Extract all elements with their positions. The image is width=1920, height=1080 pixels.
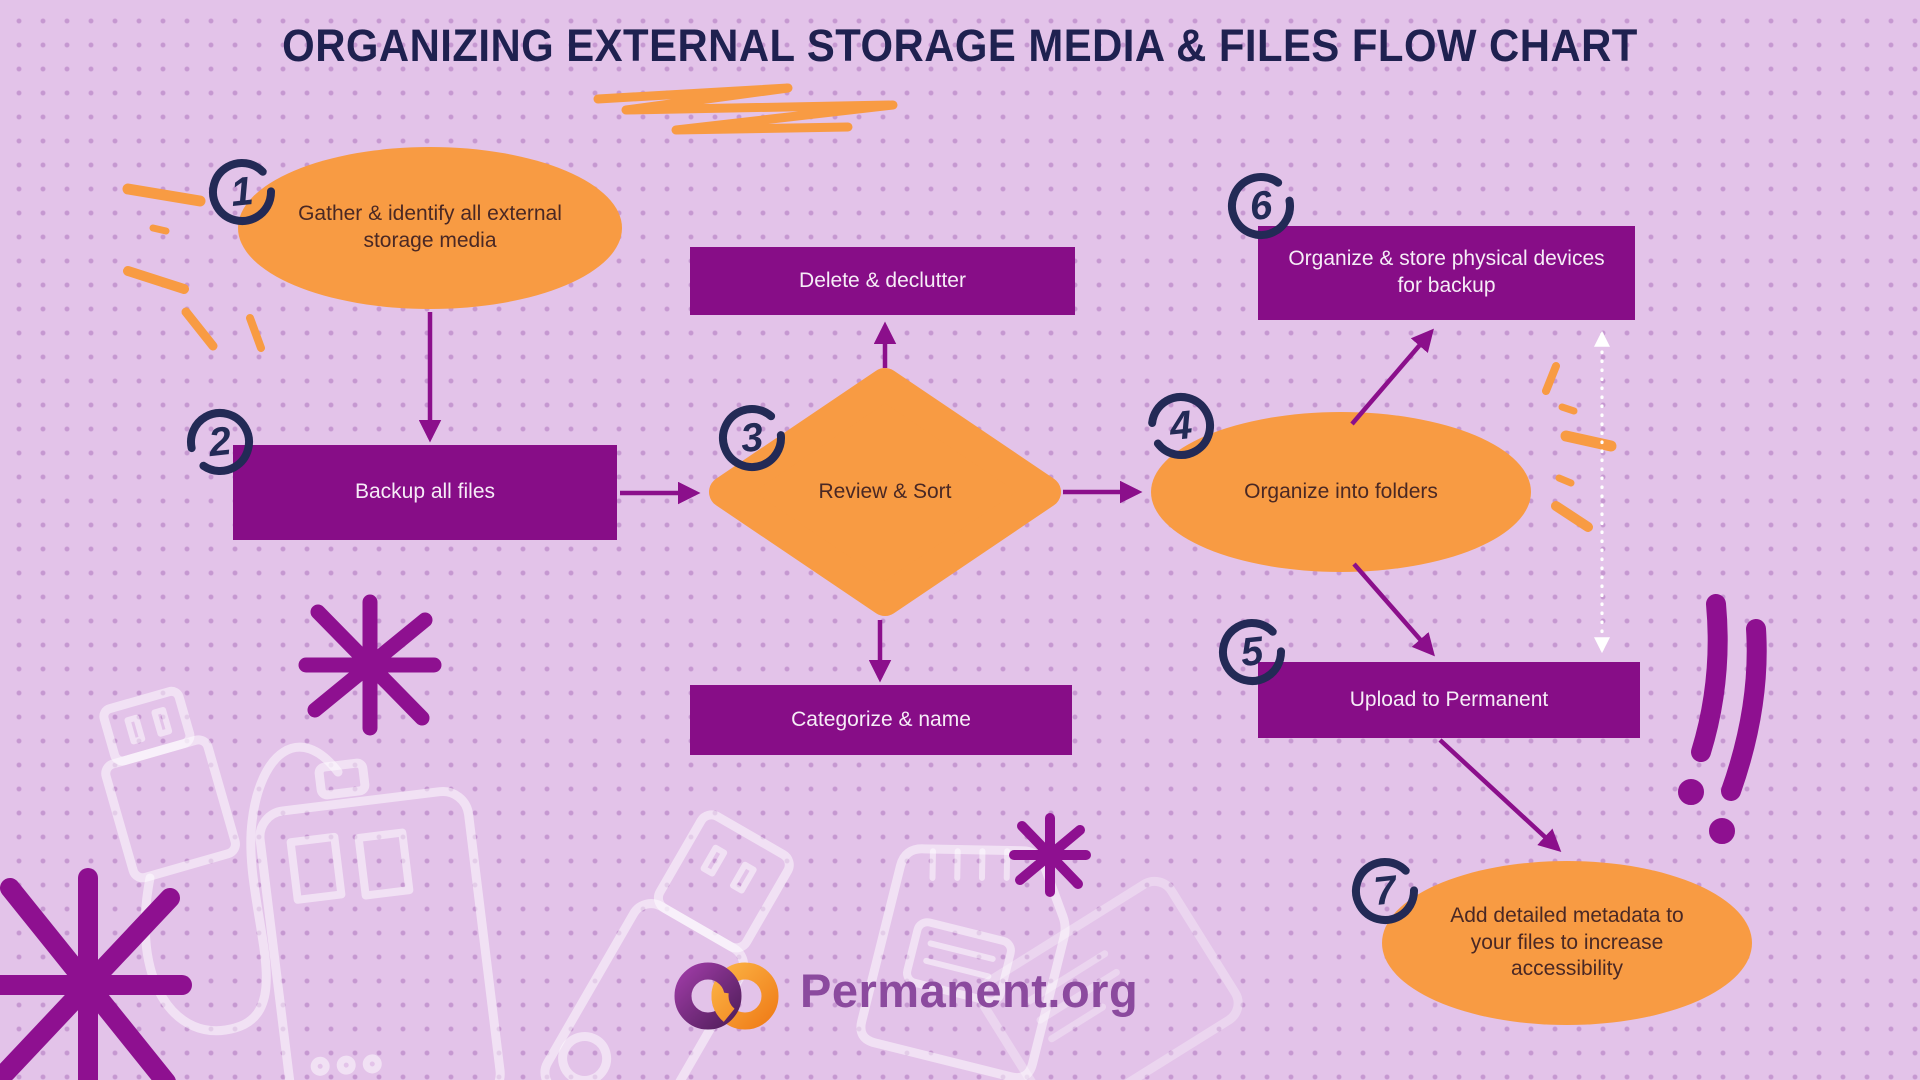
node-review-label: Review & Sort — [818, 480, 952, 503]
node-gather-label: Gather & identify all external storage m… — [298, 202, 562, 252]
node-backup-label: Backup all files — [354, 480, 496, 504]
step-number-5: 5 — [1214, 614, 1290, 690]
node-upload: Upload to Permanent — [1258, 662, 1640, 738]
memory-card-illustration — [856, 844, 1070, 1080]
node-metadata: Add detailed metadata to your files to i… — [1382, 861, 1752, 1025]
hard-drive-cable-illustration — [99, 686, 505, 1080]
arrow-organize-to-upload — [1352, 562, 1435, 657]
step-number-2: 2 — [182, 404, 258, 480]
node-store-devices: Organize & store physical devices for ba… — [1258, 226, 1635, 320]
starburst-large-bottom-left — [0, 868, 192, 1080]
sparkle-rays-right — [1542, 362, 1617, 532]
usb-drive-illustration — [540, 810, 794, 1080]
step-number-6: 6 — [1223, 168, 1299, 244]
arrow-upload-to-metadata — [1438, 738, 1562, 853]
step-number-1: 1 — [204, 154, 280, 230]
node-backup: Backup all files — [233, 445, 617, 540]
node-delete: Delete & declutter — [690, 247, 1075, 315]
node-organize-folders: Organize into folders — [1151, 412, 1531, 572]
node-delete-label: Delete & declutter — [799, 268, 966, 292]
page-title: ORGANIZING EXTERNAL STORAGE MEDIA & FILE… — [282, 20, 1638, 71]
node-gather: Gather & identify all external storage m… — [238, 147, 622, 309]
node-upload-label: Upload to Permanent — [1349, 687, 1549, 711]
double-exclamation — [1678, 594, 1767, 844]
step-number-3: 3 — [714, 400, 790, 476]
node-categorize-label: Categorize & name — [791, 707, 971, 731]
title-scribble — [593, 83, 898, 135]
node-store-devices-label: Organize & store physical devices for ba… — [1288, 247, 1605, 297]
arrow-organize-to-store — [1350, 328, 1434, 426]
step-number-7: 7 — [1347, 853, 1423, 929]
node-categorize: Categorize & name — [690, 685, 1072, 755]
logo-wordmark: Permanent.org — [800, 964, 1139, 1017]
node-metadata-label: Add detailed metadata to your files to i… — [1450, 903, 1684, 981]
starburst-small-center — [1009, 813, 1091, 897]
node-organize-folders-label: Organize into folders — [1244, 479, 1438, 503]
step-number-4: 4 — [1143, 388, 1219, 464]
logo-rings-icon — [674, 962, 779, 1030]
starburst-small-top — [298, 594, 442, 736]
